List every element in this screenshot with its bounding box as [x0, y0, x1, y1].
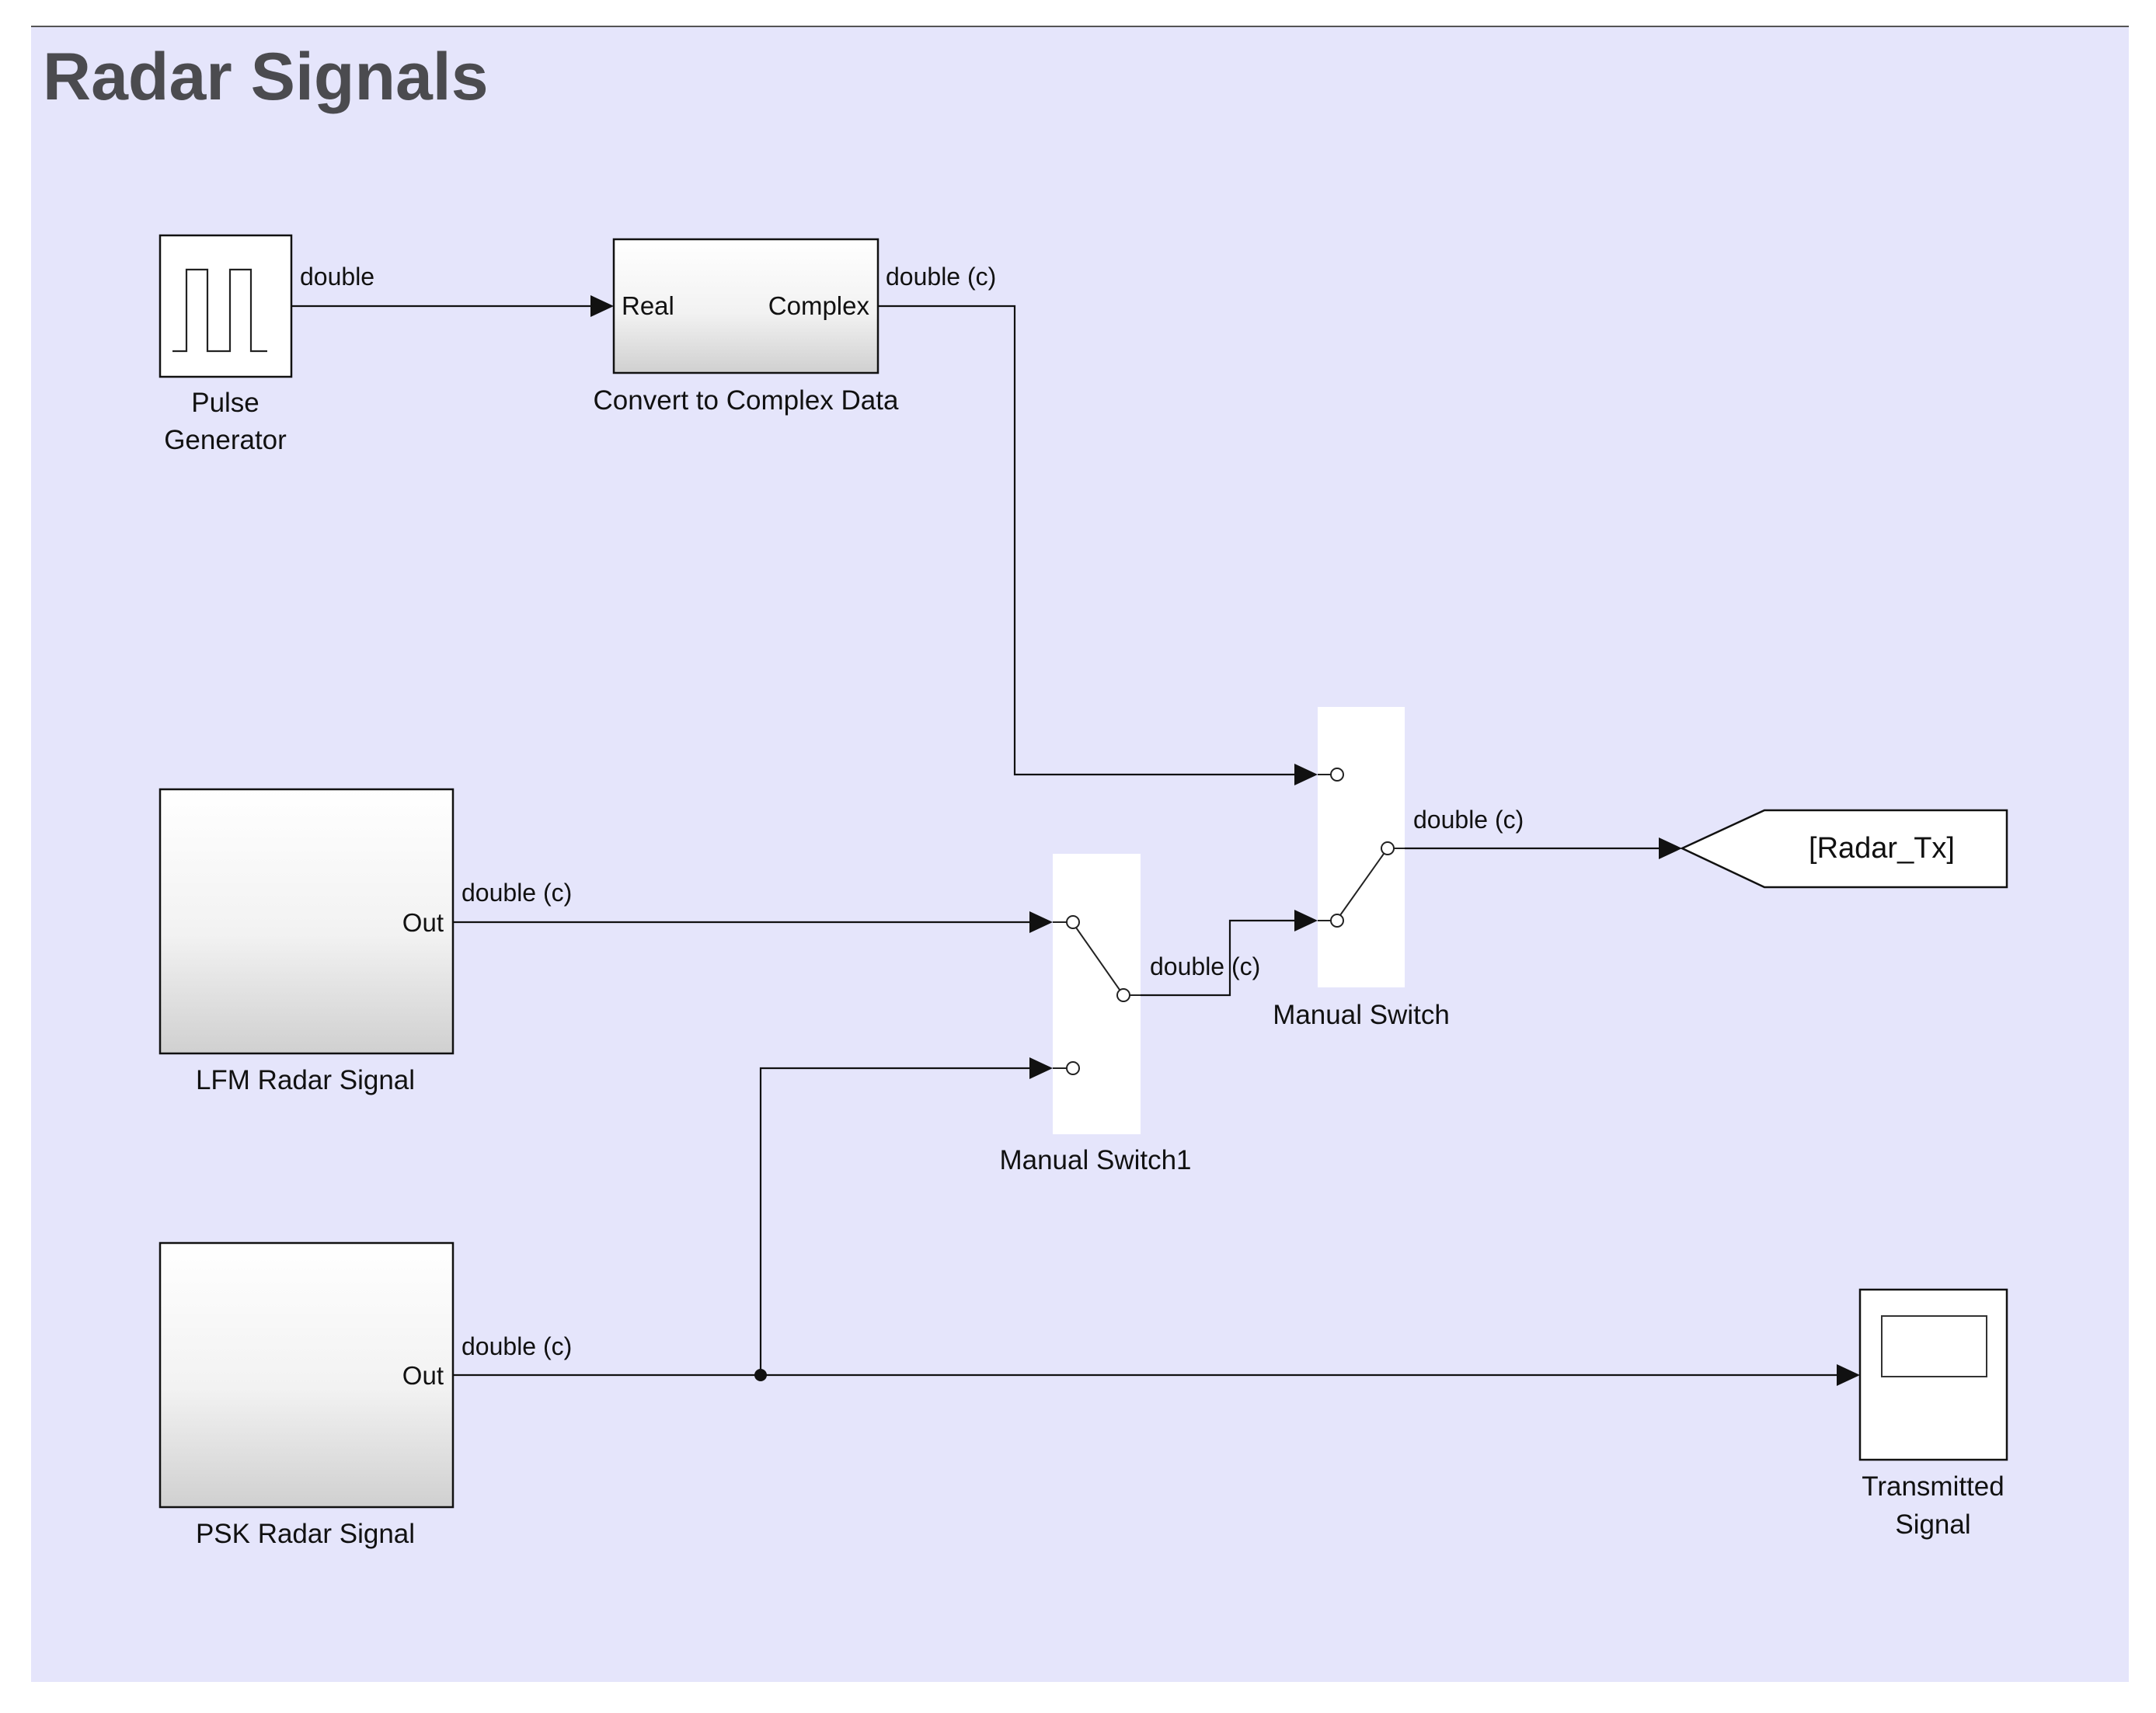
- psk-radar-label: PSK Radar Signal: [196, 1519, 415, 1549]
- canvas-top-rule: [31, 26, 2129, 27]
- scope-screen-icon: [1881, 1315, 1987, 1377]
- manual-switch1-label: Manual Switch1: [999, 1145, 1191, 1175]
- psk-radar-block[interactable]: [158, 1241, 455, 1509]
- scope-label: Signal: [1895, 1509, 1970, 1540]
- arrowhead: [1659, 837, 1682, 859]
- real-port-label: Real: [622, 291, 674, 320]
- signal-type-label: double (c): [462, 1332, 572, 1360]
- arrowhead: [1294, 764, 1318, 785]
- manual-switch-block[interactable]: [1318, 707, 1405, 987]
- pulse-generator-label: Generator: [164, 425, 287, 455]
- complex-port-label: Complex: [768, 291, 870, 320]
- lfm-radar-block[interactable]: [158, 788, 455, 1055]
- goto-block[interactable]: [1680, 809, 2008, 889]
- line-switch1-to-switch[interactable]: [1141, 919, 1296, 997]
- lfm-out-port-label: Out: [402, 908, 444, 937]
- page-title: Radar Signals: [43, 40, 489, 114]
- manual-switch-label: Manual Switch: [1273, 1000, 1450, 1030]
- convert-complex-label: Convert to Complex Data: [594, 385, 899, 416]
- signal-lines: [292, 305, 1841, 1381]
- line-convert-to-switch[interactable]: [878, 305, 1296, 776]
- signal-type-label: double (c): [1150, 952, 1260, 980]
- signal-type-label: double (c): [462, 879, 572, 907]
- switch-icon: [1053, 915, 1141, 1075]
- line-psk-to-switch1[interactable]: [759, 1067, 1031, 1375]
- goto-tag-label: [Radar_Tx]: [1809, 832, 1955, 865]
- pulse-train-icon: [172, 268, 267, 353]
- manual-switch1-block[interactable]: [1053, 854, 1141, 1134]
- lfm-radar-label: LFM Radar Signal: [196, 1065, 415, 1095]
- arrowheads: [590, 295, 1860, 1386]
- psk-out-port-label: Out: [402, 1361, 444, 1390]
- pulse-generator-label: Pulse: [191, 388, 259, 418]
- convert-complex-block[interactable]: [612, 238, 879, 374]
- scope-block[interactable]: [1858, 1288, 2008, 1461]
- signal-type-label: double: [300, 263, 374, 291]
- branch-point: [754, 1369, 767, 1381]
- signal-type-label: double (c): [886, 263, 996, 291]
- switch-icon: [1318, 768, 1405, 928]
- pulse-generator-block[interactable]: [158, 234, 293, 378]
- arrowhead: [1029, 911, 1053, 933]
- arrowhead: [1029, 1057, 1053, 1079]
- signal-type-label: double (c): [1413, 806, 1524, 834]
- arrowhead: [1837, 1364, 1860, 1386]
- arrowhead: [1294, 910, 1318, 931]
- scope-label: Transmitted: [1862, 1471, 2004, 1502]
- arrowhead: [590, 295, 614, 317]
